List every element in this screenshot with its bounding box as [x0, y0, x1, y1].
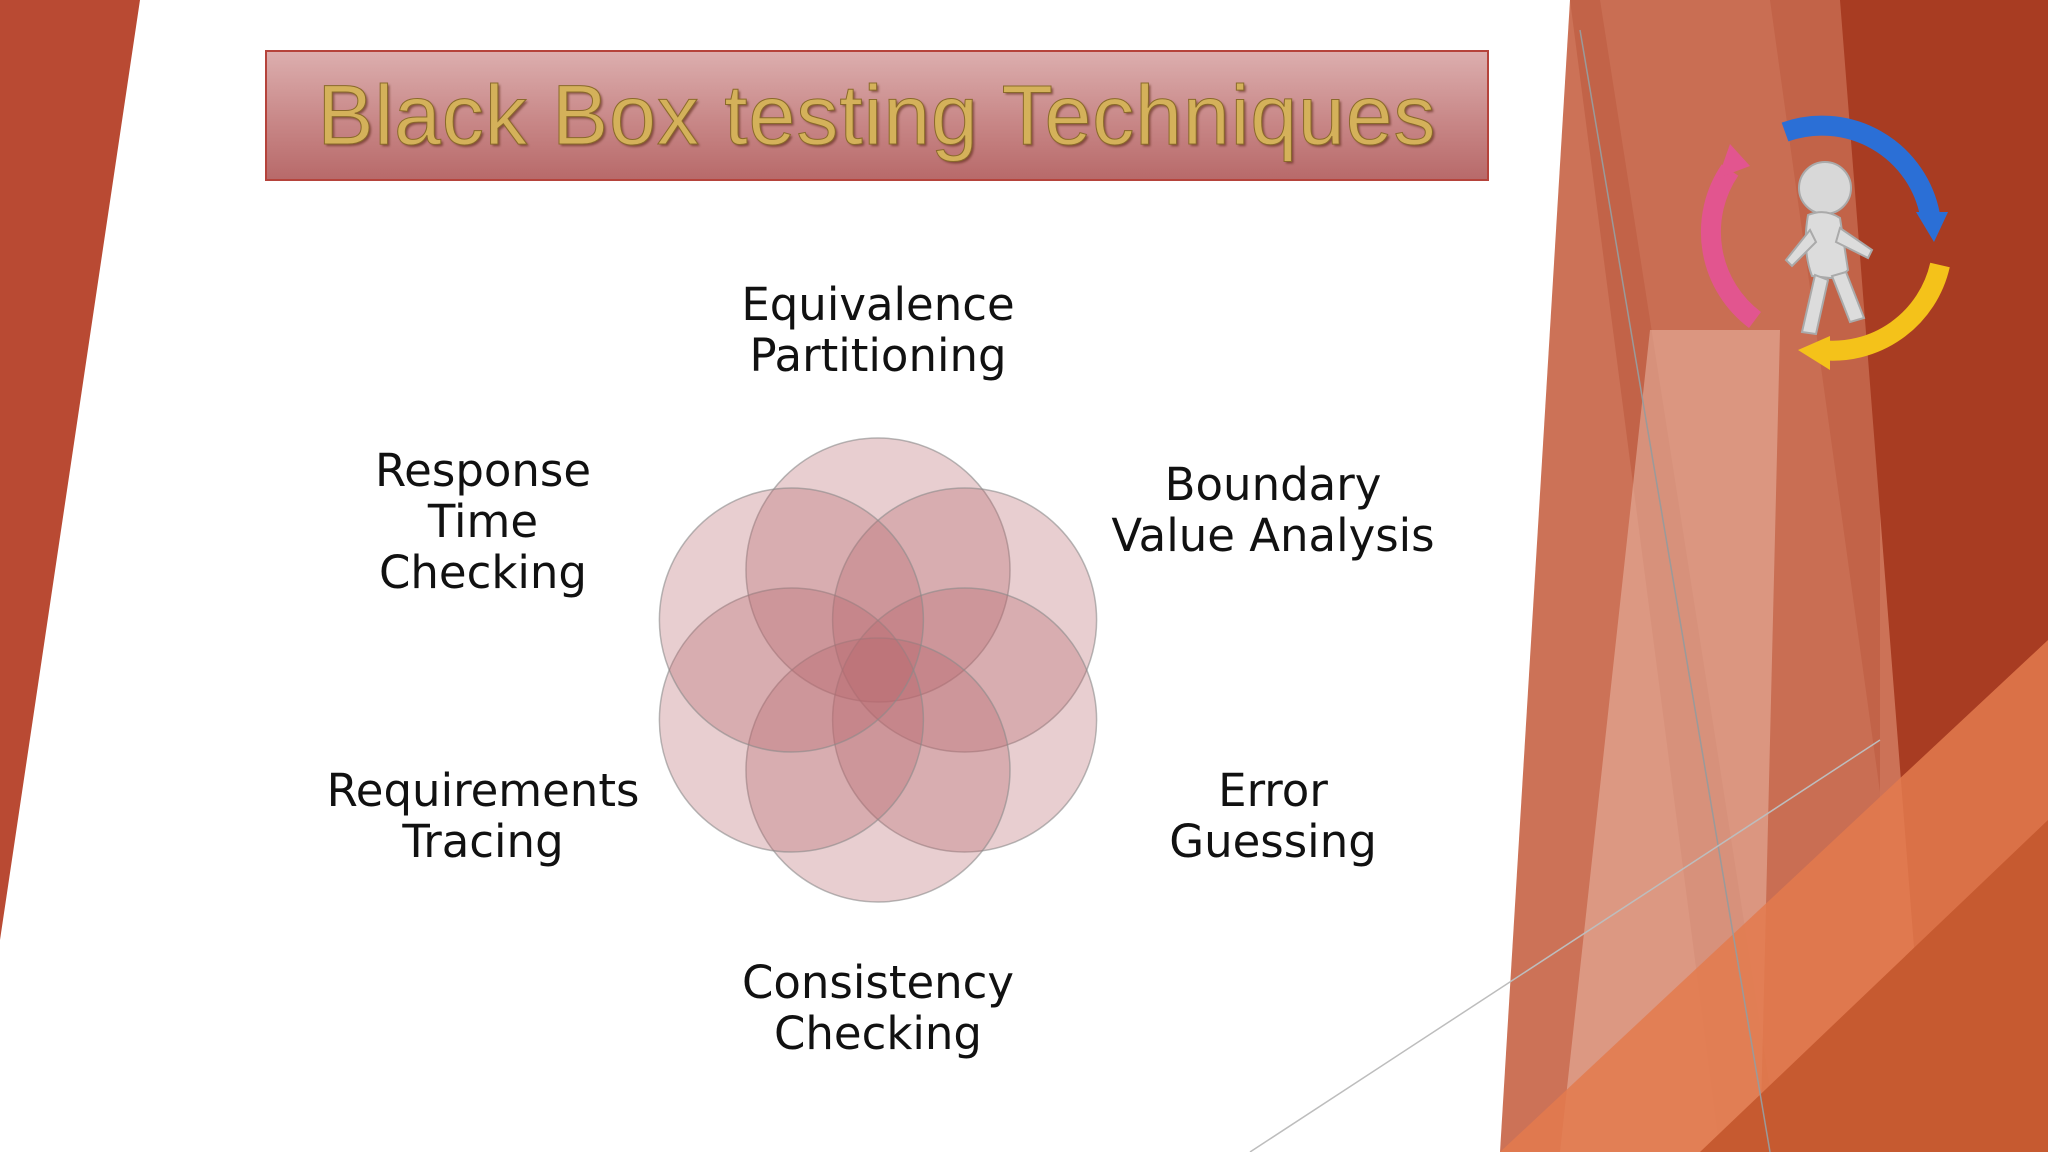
label-equivalence-partitioning: Equivalence Partitioning [741, 278, 1015, 382]
diagram-circle-6 [658, 487, 925, 753]
label-consistency-checking: Consistency Checking [741, 956, 1015, 1060]
diagram-circles [658, 437, 1098, 903]
label-boundary-value-analysis: Boundary Value Analysis [1111, 458, 1435, 562]
label-error-guessing: Error Guessing [1169, 764, 1377, 868]
right-accent-bottom-2 [1700, 820, 2048, 1152]
diagram-circle-1 [745, 437, 1011, 703]
diagram-circle-4 [745, 637, 1011, 903]
diagram-circle-3 [831, 587, 1098, 853]
left-accent-band [0, 0, 140, 940]
diagram-circle-5 [658, 587, 925, 853]
label-response-time-checking: Response Time Checking [374, 444, 592, 599]
decor-line-2 [1249, 739, 1881, 1152]
slide-title: Black Box testing Techniques [317, 68, 1437, 163]
slide-title-box: Black Box testing Techniques [265, 50, 1489, 181]
person-walking-cycle-icon [1690, 100, 1970, 390]
diagram-circle-2 [831, 487, 1098, 753]
label-requirements-tracing: Requirements Tracing [326, 764, 640, 868]
decor-line-1 [1579, 29, 1771, 1152]
